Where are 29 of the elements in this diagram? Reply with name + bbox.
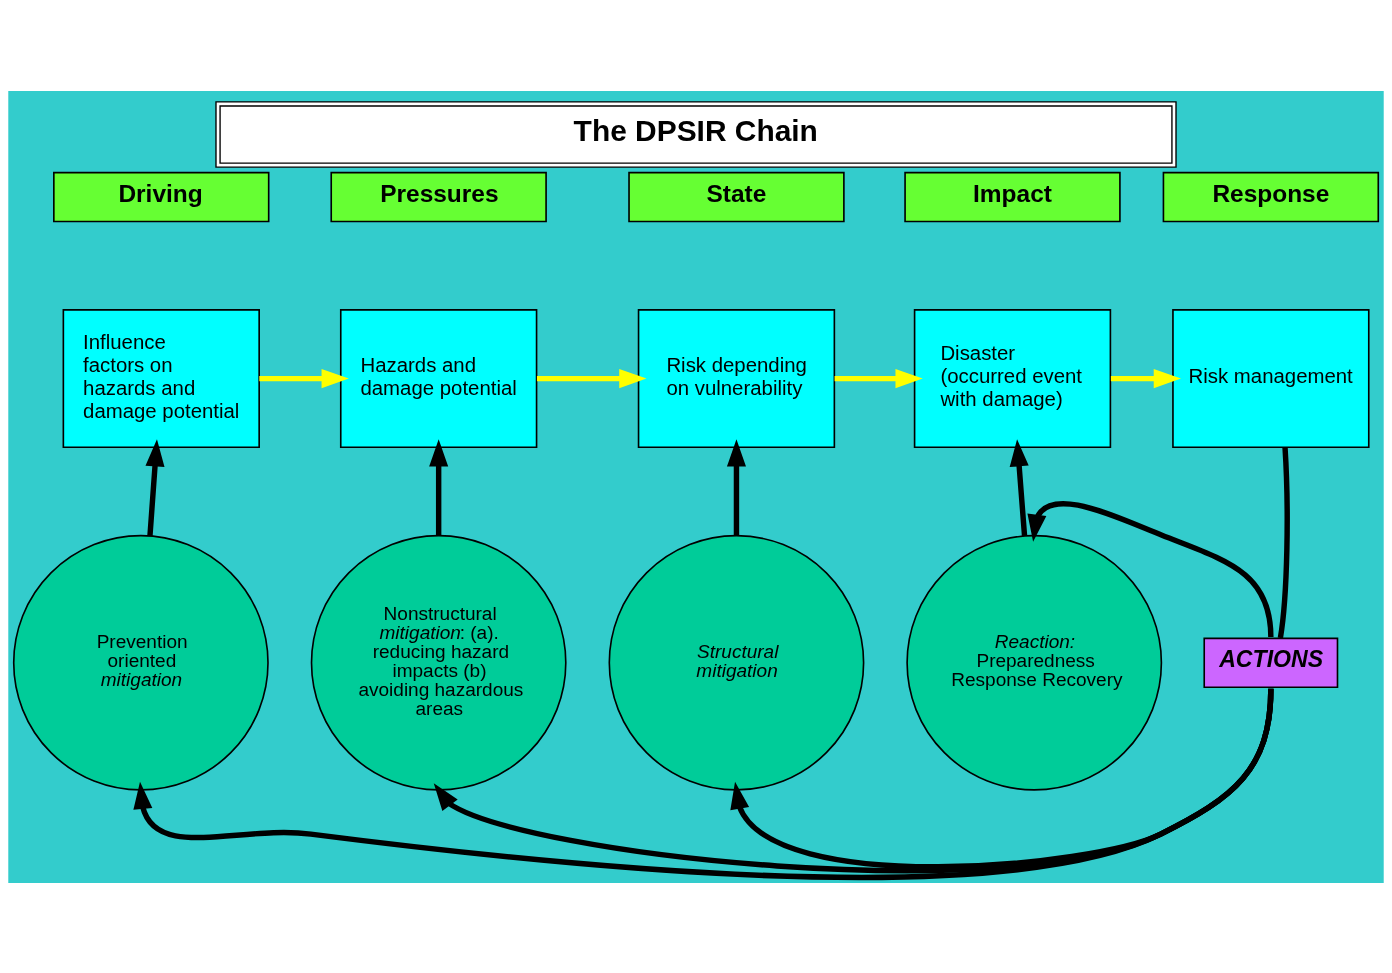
node-box: Driving — [53, 171, 270, 222]
node-box: Influence factors on hazards and damage potential — [62, 308, 260, 448]
node-box: Risk management — [1172, 308, 1370, 448]
node-box: State — [628, 171, 845, 222]
node-circle: Prevention oriented mitigation — [12, 534, 269, 791]
arrow — [1110, 368, 1181, 388]
arrow — [730, 688, 1274, 869]
arrow — [536, 368, 647, 388]
node-box: Disaster (occurred event with damage) — [913, 308, 1112, 448]
node-box: Response — [1162, 171, 1380, 222]
node-box: Impact — [904, 171, 1121, 222]
node-box: Hazards and damage potential — [339, 308, 538, 448]
node-circle: Nonstructural mitigation: (a). reducing hazard impacts (b) avoiding hazardous areas — [310, 534, 567, 791]
diagram-title: The DPSIR Chain — [573, 113, 818, 147]
node-circle: Reaction: Preparedness Response Recovery — [906, 534, 1163, 791]
arrow — [726, 438, 746, 535]
arrow — [834, 368, 923, 388]
node-box: Pressures — [330, 171, 547, 222]
arrow — [145, 438, 165, 536]
arrow — [1027, 500, 1274, 637]
node-circle: Structural mitigation — [608, 534, 865, 791]
arrow — [1009, 438, 1029, 536]
connector — [1277, 447, 1290, 638]
node-box: ACTIONS — [1203, 637, 1339, 688]
arrow — [429, 438, 449, 535]
arrow — [433, 688, 1274, 873]
node-box: Risk depending on vulnerability — [637, 308, 836, 448]
arrow — [133, 688, 1274, 880]
arrow — [259, 368, 349, 388]
